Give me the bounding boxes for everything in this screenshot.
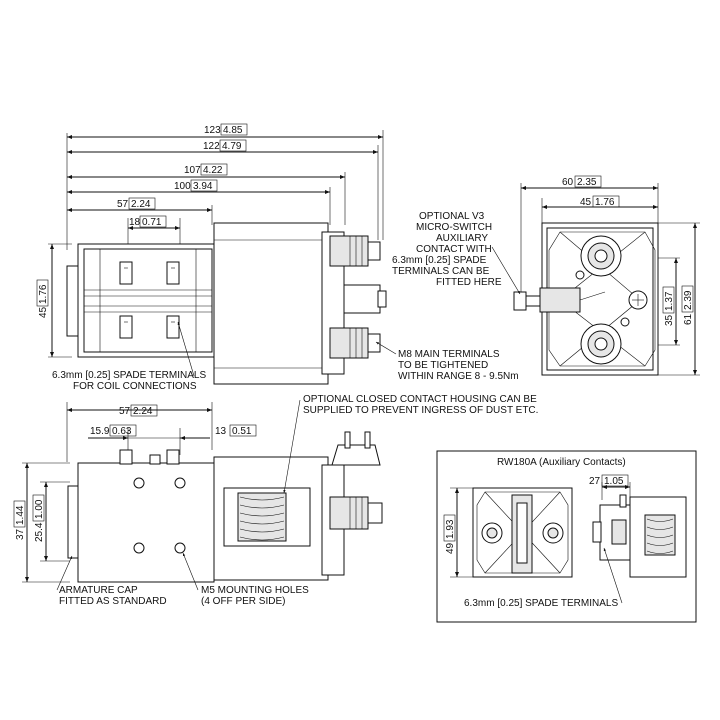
aux-dim-27: 27 [589, 476, 601, 487]
dim-25-4-in: 1.00 [34, 499, 45, 519]
top-view: 123 4.85 122 4.79 107 4.22 100 3.94 57 2… [36, 123, 519, 392]
dim-18: 18 [129, 217, 141, 228]
dim-57-in: 2.24 [131, 199, 151, 210]
dim-60-in: 2.35 [577, 177, 597, 188]
dim-45-end: 45 [580, 197, 592, 208]
dim-100-in: 3.94 [193, 181, 213, 192]
dim-57: 57 [117, 199, 129, 210]
end-view: 60 2.35 45 1.76 61 2.39 35 1.37 [392, 175, 700, 376]
note-v3-5: 6.3mm [0.25] SPADE [392, 255, 487, 266]
dim-123-in: 4.85 [223, 125, 243, 136]
note-main-terminals-3: WITHIN RANGE 8 - 9.5Nm [398, 371, 519, 382]
note-armature-1: ARMATURE CAP [59, 585, 138, 596]
note-armature-2: FITTED AS STANDARD [59, 596, 167, 607]
note-v3-4: CONTACT WITH [416, 244, 492, 255]
note-housing-1: OPTIONAL CLOSED CONTACT HOUSING CAN BE [303, 394, 537, 405]
dim-15-9-in: 0.63 [112, 426, 132, 437]
dim-45-vertical: 45 [38, 306, 49, 318]
note-v3-3: AUXILIARY [436, 233, 488, 244]
dim-100: 100 [174, 181, 191, 192]
note-housing-2: SUPPLIED TO PREVENT INGRESS OF DUST ETC. [303, 405, 538, 416]
note-v3-6: TERMINALS CAN BE [392, 266, 490, 277]
note-m5-2: (4 OFF PER SIDE) [201, 596, 285, 607]
dim-122: 122 [203, 141, 220, 152]
dim-57-side: 57 [119, 406, 131, 417]
dim-13: 13 [215, 426, 227, 437]
dim-107-in: 4.22 [203, 165, 223, 176]
dim-107: 107 [184, 165, 201, 176]
side-view: 57 2.24 15.9 0.63 13 0.51 37 1.44 25.4 1… [13, 394, 538, 607]
dim-15-9: 15.9 [90, 426, 110, 437]
note-main-terminals-2: TO BE TIGHTENED [398, 360, 488, 371]
dim-61-in: 2.39 [683, 290, 694, 310]
dim-13-in: 0.51 [232, 426, 252, 437]
dim-35-in: 1.37 [664, 291, 675, 311]
aux-spade-note: 6.3mm [0.25] SPADE TERMINALS [464, 598, 618, 609]
aux-dim-49: 49 [445, 542, 456, 554]
note-m5-1: M5 MOUNTING HOLES [201, 585, 309, 596]
dim-57-side-in: 2.24 [133, 406, 153, 417]
note-v3-2: MICRO-SWITCH [416, 222, 492, 233]
note-v3-7: FITTED HERE [436, 277, 502, 288]
dim-37-in: 1.44 [15, 505, 26, 525]
note-coil-terminals-1: 6.3mm [0.25] SPADE TERMINALS [52, 370, 206, 381]
note-main-terminals-1: M8 MAIN TERMINALS [398, 349, 500, 360]
aux-dim-27-in: 1.05 [604, 476, 624, 487]
dim-37: 37 [15, 528, 26, 540]
dim-61: 61 [683, 313, 694, 325]
note-coil-terminals-2: FOR COIL CONNECTIONS [73, 381, 197, 392]
dim-35: 35 [664, 314, 675, 326]
aux-title: RW180A (Auxiliary Contacts) [497, 457, 626, 468]
dim-123: 123 [204, 125, 221, 136]
dim-25-4: 25.4 [34, 522, 45, 542]
note-v3-1: OPTIONAL V3 [419, 211, 485, 222]
dim-122-in: 4.79 [222, 141, 242, 152]
dim-18-in: 0.71 [142, 217, 162, 228]
aux-dim-49-in: 1.93 [445, 519, 456, 539]
dim-45-vertical-in: 1.76 [38, 284, 49, 304]
dim-60: 60 [562, 177, 574, 188]
dim-45-end-in: 1.76 [595, 197, 615, 208]
aux-contacts-box: RW180A (Auxiliary Contacts) 49 1.93 27 1… [436, 450, 697, 623]
